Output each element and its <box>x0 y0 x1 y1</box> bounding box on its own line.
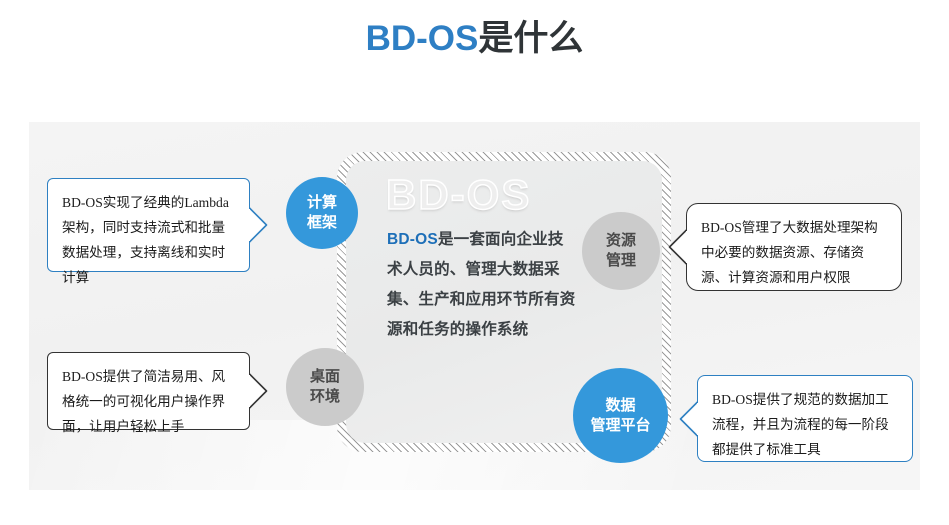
callout-compute-framework[interactable]: BD-OS实现了经典的Lambda架构，同时支持流式和批量数据处理，支持离线和实… <box>47 178 268 285</box>
callout-pointer-right-icon <box>249 373 268 409</box>
bdos-watermark: BD-OS <box>385 170 532 219</box>
circle-data-management-platform-label: 数据管理平台 <box>590 396 651 434</box>
center-description: BD-OS是一套面向企业技术人员的、管理大数据采集、生产和应用环节所有资源和任务… <box>387 225 577 345</box>
page-title-cn: 是什么 <box>478 19 584 58</box>
circle-data-management-platform[interactable]: 数据管理平台 <box>573 368 668 463</box>
circle-resource-management[interactable]: 资源管理 <box>582 212 660 290</box>
callout-desktop-environment-text: BD-OS提供了简洁易用、风格统一的可视化用户操作界面，让用户轻松上手 <box>62 369 226 434</box>
callout-compute-framework-text: BD-OS实现了经典的Lambda架构，同时支持流式和批量数据处理，支持离线和实… <box>62 195 229 285</box>
page-title: BD-OS是什么 <box>0 18 949 60</box>
circle-resource-management-label: 资源管理 <box>605 232 636 269</box>
callout-data-management-platform[interactable]: BD-OS提供了规范的数据加工流程，并且为流程的每一阶段都提供了标准工具 <box>679 375 913 462</box>
callout-resource-management[interactable]: BD-OS管理了大数据处理架构中必要的数据资源、存储资源、计算资源和用户权限 <box>668 203 902 291</box>
circle-desktop-environment[interactable]: 桌面环境 <box>286 348 364 426</box>
circle-compute-framework[interactable]: 计算框架 <box>286 177 358 249</box>
center-description-highlight: BD-OS <box>387 231 438 248</box>
callout-resource-management-text: BD-OS管理了大数据处理架构中必要的数据资源、存储资源、计算资源和用户权限 <box>701 220 878 285</box>
center-description-body: 是一套面向企业技术人员的、管理大数据采集、生产和应用环节所有资源和任务的操作系统 <box>387 231 576 338</box>
callout-pointer-right-icon <box>249 207 268 243</box>
callout-pointer-left-icon <box>679 400 698 437</box>
callout-desktop-environment[interactable]: BD-OS提供了简洁易用、风格统一的可视化用户操作界面，让用户轻松上手 <box>47 352 268 434</box>
circle-desktop-environment-label: 桌面环境 <box>309 368 340 405</box>
callout-data-management-platform-text: BD-OS提供了规范的数据加工流程，并且为流程的每一阶段都提供了标准工具 <box>712 392 889 457</box>
callout-pointer-left-icon <box>668 229 687 265</box>
page-title-en: BD-OS <box>365 19 479 58</box>
circle-compute-framework-label: 计算框架 <box>306 194 337 231</box>
